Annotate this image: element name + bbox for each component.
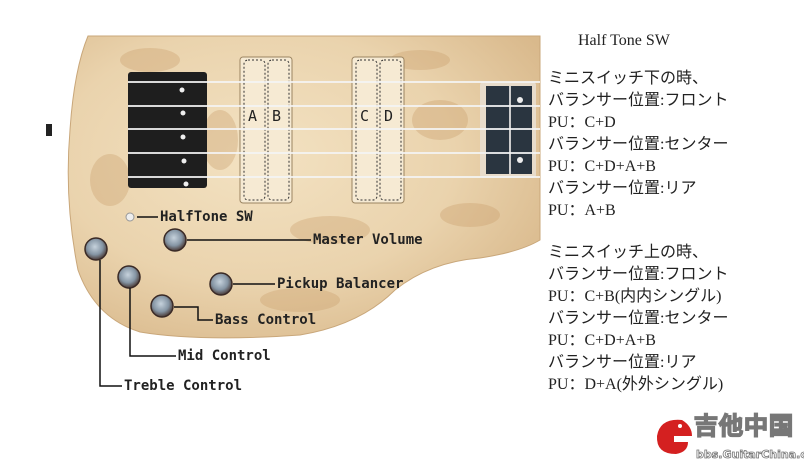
pickup-ab (239, 56, 293, 204)
treble-knob (84, 237, 108, 261)
master-volume-knob (163, 228, 187, 252)
note-line: PU：C+D+A+B (548, 332, 656, 349)
strings (128, 81, 540, 178)
bridge (128, 72, 207, 188)
treble-control-label: Treble Control (124, 378, 243, 394)
note-line: PU：D+A(外外シングル) (548, 376, 724, 393)
master-volume-label: Master Volume (313, 232, 423, 248)
halftone-notes: Half Tone SW ミニスイッチ下の時、 バランサー位置:フロント PU：… (548, 30, 728, 396)
mid-knob (117, 265, 141, 289)
note-line: バランサー位置:リア (548, 354, 697, 371)
note-line: ミニスイッチ上の時、 (548, 244, 709, 261)
pickup-balancer-label: Pickup Balancer (277, 276, 404, 292)
note-line: PU：C+B(内内シングル) (548, 288, 722, 305)
pickup-label-c: C (360, 107, 370, 125)
bass-knob (150, 294, 174, 318)
note-line: バランサー位置:フロント (548, 266, 729, 283)
note-line: PU：C+D (548, 114, 616, 131)
pickup-balancer-knob (209, 272, 233, 296)
bridge-saddles (179, 87, 189, 187)
note-line: バランサー位置:リア (548, 180, 697, 197)
strap-button (46, 124, 52, 136)
note-line: バランサー位置:フロント (548, 92, 729, 109)
leader-lines (99, 216, 311, 387)
watermark-url: bbs.GuitarChina.com (696, 448, 804, 462)
mid-control-label: Mid Control (178, 348, 271, 364)
watermark-name: 吉他中国 (693, 411, 794, 441)
halftone-switch (125, 212, 135, 222)
dragon-logo-icon (656, 419, 692, 454)
note-line: バランサー位置:センター (548, 136, 729, 153)
note-line: PU：C+D+A+B (548, 158, 656, 175)
note-line: バランサー位置:センター (548, 310, 729, 327)
notes-title: Half Tone SW (578, 32, 670, 49)
pickup-cd (351, 56, 405, 204)
watermark: 吉他中国 bbs.GuitarChina.com (652, 411, 804, 464)
note-line: ミニスイッチ下の時、 (548, 70, 709, 87)
neck-end (480, 82, 536, 178)
pickup-label-a: A (248, 107, 258, 125)
pickup-label-b: B (272, 107, 282, 125)
halftone-sw-label: HalfTone SW (160, 209, 253, 225)
bass-control-label: Bass Control (215, 312, 317, 328)
note-line: PU：A+B (548, 202, 616, 219)
quilt-figure (90, 48, 500, 312)
pickup-label-d: D (384, 107, 394, 125)
